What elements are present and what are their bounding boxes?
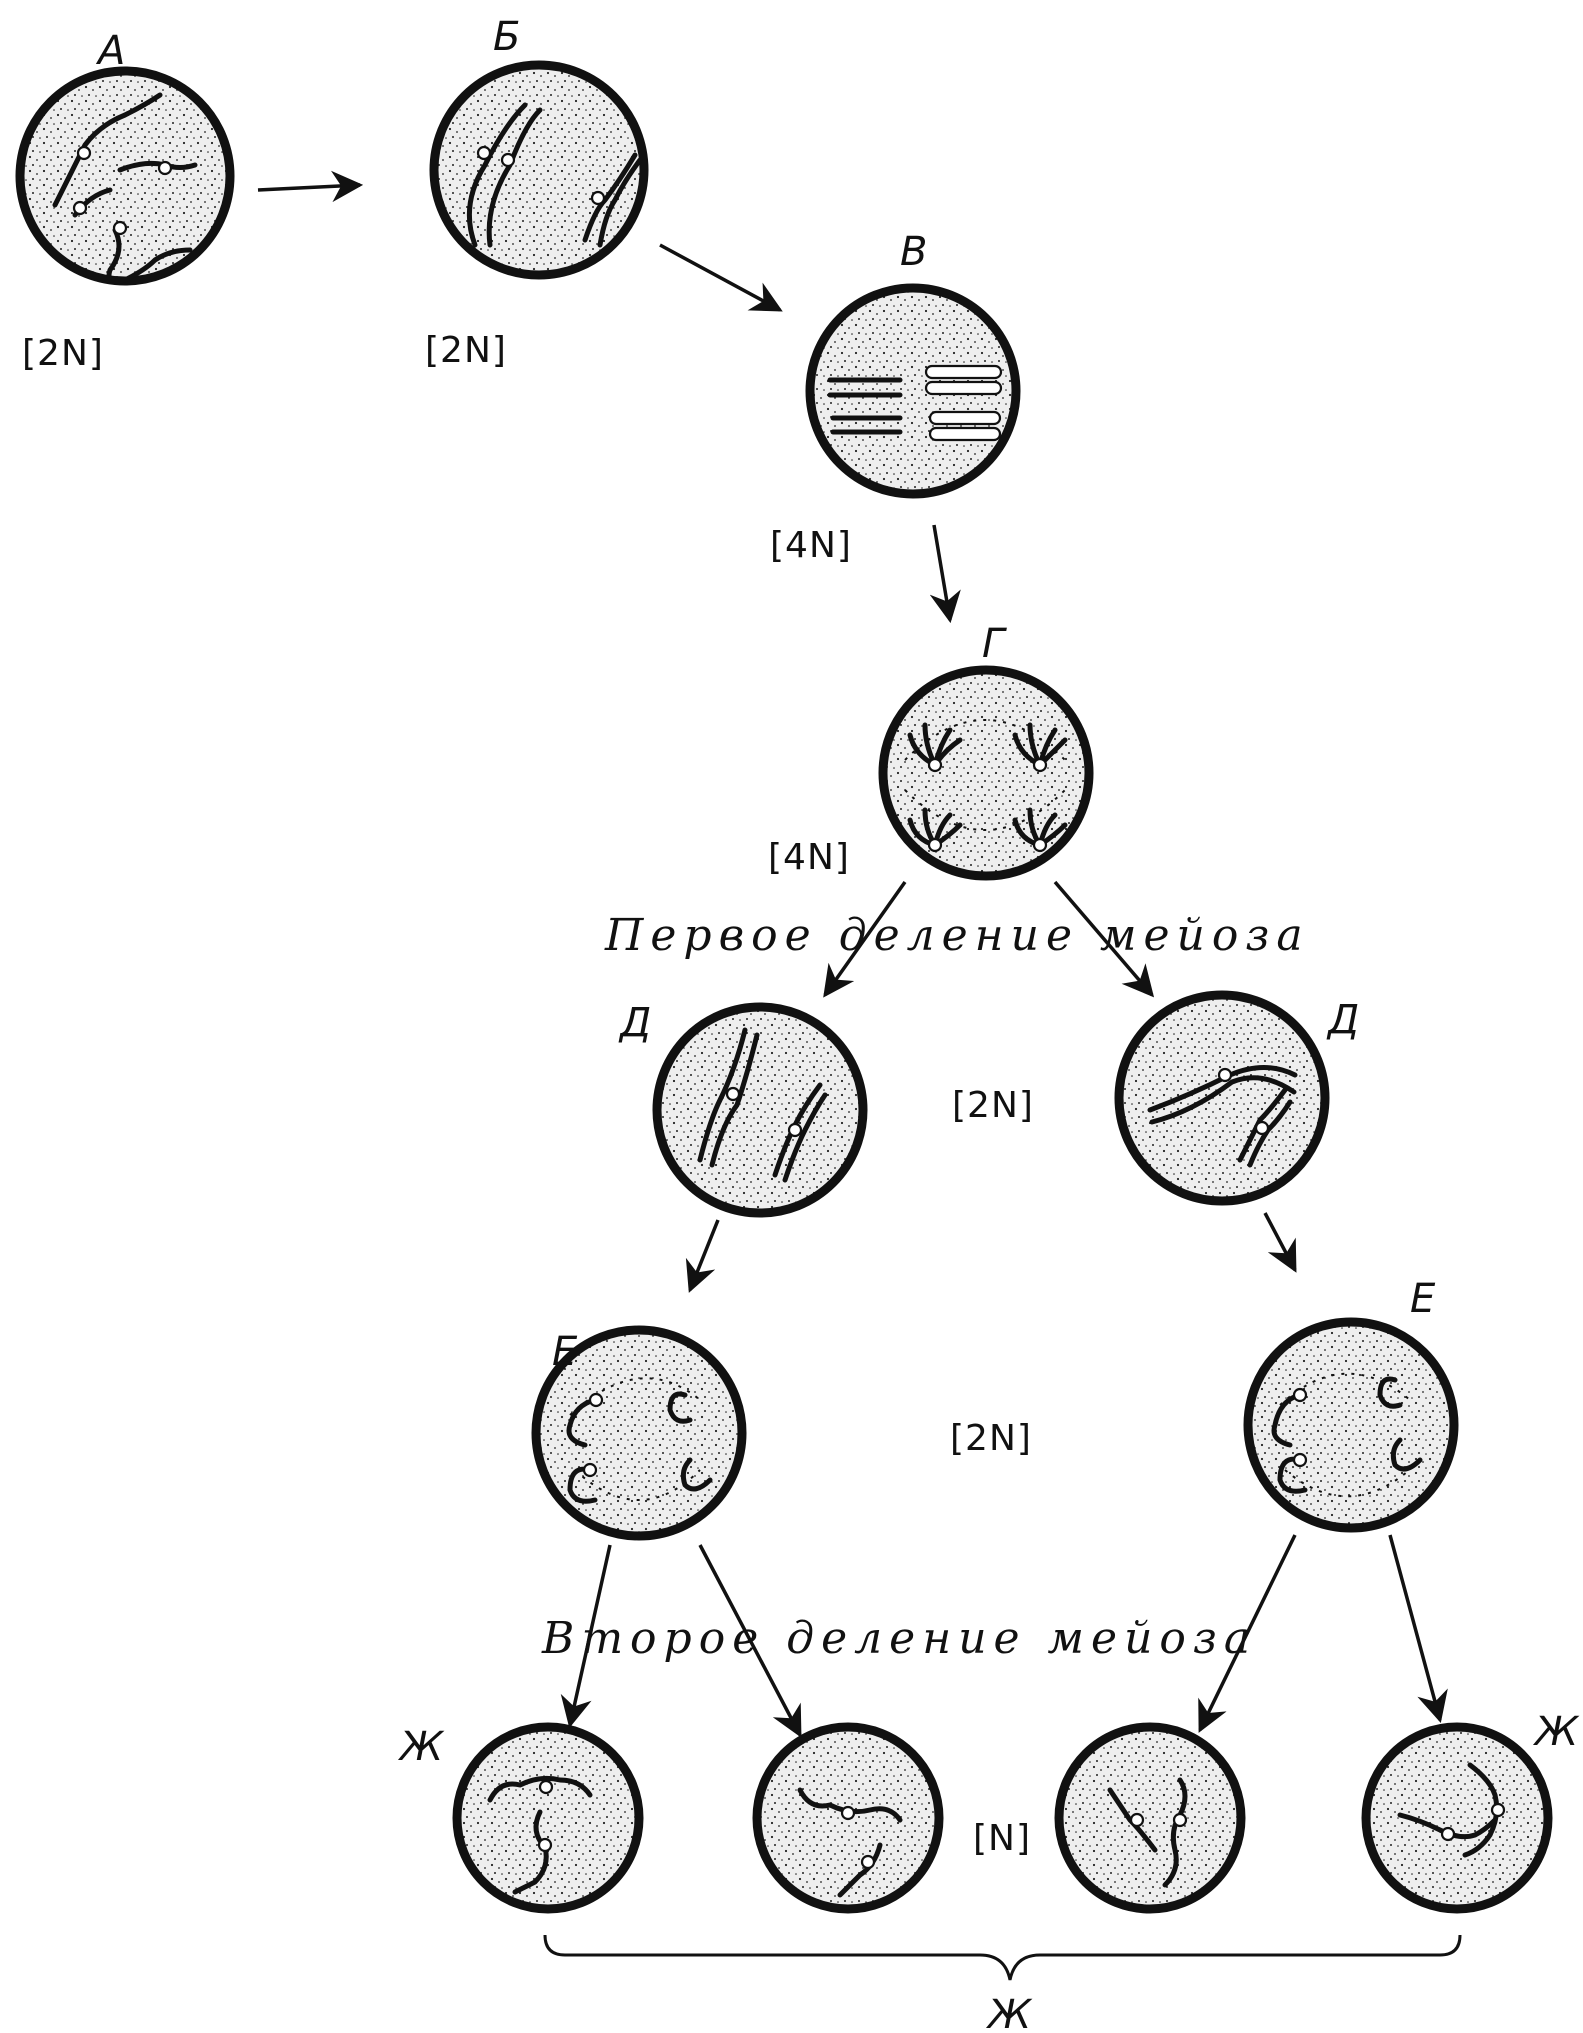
group-brace: [543, 1934, 1462, 1981]
cell-zh-2: [752, 1722, 944, 1914]
cell-a: [15, 66, 235, 286]
arrow-g-to-d-left: [823, 880, 907, 998]
ploidy-zh: [N]: [973, 1818, 1031, 1859]
arrow-a-to-b: [257, 170, 364, 203]
cell-zh-4: [1361, 1722, 1553, 1914]
arrow-e-to-zh-4: [1388, 1534, 1448, 1724]
cell-zh-3: [1054, 1722, 1246, 1914]
ploidy-a: [2N]: [22, 333, 104, 374]
cell-b: [429, 60, 649, 280]
caption-second-division: Второе деление мейоза: [541, 1613, 1257, 1664]
label-zh-left: Ж: [397, 1724, 445, 1770]
ploidy-b: [2N]: [425, 330, 507, 371]
arrow-e-to-zh-3: [1198, 1534, 1297, 1733]
arrow-d-to-e-right: [1263, 1212, 1297, 1273]
arrow-d-to-e-left: [685, 1219, 720, 1293]
cell-g: [878, 665, 1094, 881]
label-d-left: Д: [618, 1000, 651, 1046]
label-e-left: Е: [552, 1329, 578, 1375]
cell-v: [805, 283, 1021, 499]
ploidy-v: [4N]: [770, 525, 852, 566]
cell-e-right: [1243, 1317, 1459, 1533]
caption-first-division: Первое деление мейоза: [604, 910, 1310, 961]
arrow-g-to-d-right: [1053, 880, 1155, 998]
label-d-right: Д: [1326, 997, 1359, 1043]
arrow-e-to-zh-1: [560, 1544, 612, 1729]
arrow-e-to-zh-2: [698, 1544, 802, 1738]
label-a: А: [95, 28, 125, 74]
label-zh-bottom: Ж: [985, 1992, 1033, 2033]
label-v: В: [900, 229, 927, 275]
ploidy-g: [4N]: [768, 837, 850, 878]
label-e-right: Е: [1410, 1276, 1436, 1322]
transition-arrows: [257, 170, 1448, 1738]
ploidy-e: [2N]: [950, 1418, 1032, 1459]
cell-e-left: [531, 1325, 747, 1541]
arrow-b-to-v: [659, 243, 783, 312]
label-zh-right: Ж: [1532, 1709, 1580, 1755]
label-g: Г: [982, 621, 1007, 667]
cell-zh-1: [452, 1722, 644, 1914]
cell-d-right: [1114, 990, 1330, 1206]
ploidy-d: [2N]: [952, 1085, 1034, 1126]
cell-d-left: [652, 1002, 868, 1218]
arrow-v-to-g: [929, 524, 961, 624]
label-b: Б: [493, 14, 520, 60]
